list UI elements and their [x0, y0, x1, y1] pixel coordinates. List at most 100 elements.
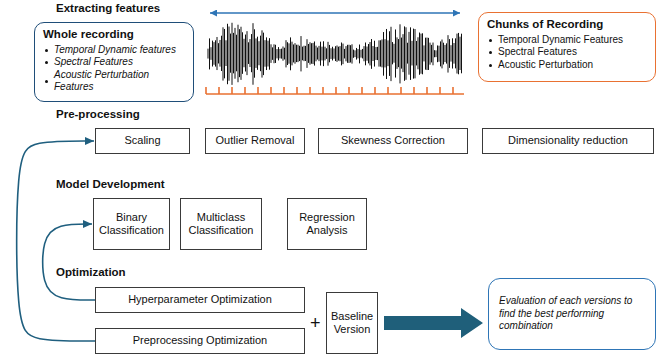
node-content: Preprocessing Optimization	[100, 334, 300, 347]
waveform-stroke	[283, 47, 284, 61]
waveform-stroke	[227, 24, 228, 84]
waveform-stroke	[428, 38, 429, 70]
waveform-stroke	[329, 45, 330, 62]
waveform-stroke	[370, 42, 371, 65]
waveform-stroke	[244, 39, 245, 67]
bullet-dot	[45, 49, 48, 52]
waveform-stroke	[253, 23, 254, 85]
waveform-stroke	[418, 37, 419, 69]
waveform-stroke	[344, 49, 345, 59]
waveform-stroke	[452, 38, 453, 68]
waveform-stroke	[233, 33, 234, 73]
waveform-stroke	[361, 50, 362, 58]
waveform-stroke	[440, 41, 441, 66]
waveform-stroke	[451, 45, 452, 61]
node-content: Outlier Removal	[210, 134, 300, 147]
waveform-stroke	[458, 33, 459, 74]
waveform-stroke	[220, 40, 221, 67]
waveform-stroke	[407, 43, 408, 64]
waveform-stroke	[319, 46, 320, 61]
box-label: Binary Classification	[99, 211, 164, 236]
waveform-stroke	[340, 46, 341, 61]
waveform-stroke	[365, 43, 366, 66]
bullet-dot	[489, 51, 492, 54]
waveform-stroke	[230, 34, 231, 73]
process-box: Dimensionality reduction	[482, 128, 654, 154]
waveform-stroke	[343, 44, 344, 65]
bullet-row: Acoustic Perturbation Features	[43, 69, 185, 94]
waveform-stroke	[449, 39, 450, 68]
waveform-stroke	[248, 42, 249, 64]
waveform-stroke	[424, 45, 425, 61]
waveform-stroke	[395, 29, 396, 77]
waveform-stroke	[461, 34, 462, 74]
bullet-row: Acoustic Perturbation	[487, 59, 647, 72]
waveform-stroke	[256, 38, 257, 67]
waveform-stroke	[437, 45, 438, 62]
waveform-stroke	[226, 40, 227, 66]
waveform-stroke	[265, 40, 266, 67]
waveform-stroke	[229, 27, 230, 81]
chunk-ticks	[206, 87, 464, 94]
optimization-box: Hyperparameter Optimization	[95, 287, 305, 313]
waveform-stroke	[367, 47, 368, 61]
bullet-dot	[45, 61, 48, 64]
waveform-stroke	[286, 40, 287, 67]
waveform	[208, 23, 462, 85]
waveform-stroke	[403, 34, 404, 72]
node-content: Binary Classification	[98, 211, 165, 237]
node-content: Hyperparameter Optimization	[100, 293, 300, 306]
waveform-stroke	[304, 46, 305, 61]
waveform-stroke	[281, 49, 282, 59]
waveform-stroke	[326, 48, 327, 59]
waveform-stroke	[250, 39, 251, 67]
section-heading: Model Development	[56, 178, 165, 190]
text-row: Multiclass Classification	[185, 211, 257, 237]
waveform-stroke	[251, 34, 252, 72]
plus-sign: +	[310, 313, 321, 334]
waveform-stroke	[433, 43, 434, 66]
node-content: Dimensionality reduction	[487, 134, 649, 147]
waveform-stroke	[356, 48, 357, 60]
waveform-stroke	[262, 30, 263, 77]
waveform-stroke	[211, 47, 212, 60]
waveform-stroke	[442, 40, 443, 69]
model-box: Regression Analysis	[287, 198, 367, 250]
waveform-stroke	[353, 50, 354, 58]
waveform-stroke	[392, 42, 393, 64]
waveform-stroke	[296, 45, 297, 62]
waveform-stroke	[272, 47, 273, 59]
waveform-stroke	[334, 48, 335, 58]
waveform-stroke	[401, 38, 402, 69]
section-heading: Extracting features	[56, 2, 160, 14]
box-label: Skewness Correction	[341, 134, 445, 146]
waveform-stroke	[383, 32, 384, 76]
waveform-stroke	[346, 46, 347, 61]
bullet-row: Temporal Dynamic features	[43, 44, 185, 57]
waveform-stroke	[434, 50, 435, 57]
waveform-stroke	[313, 43, 314, 64]
text-row: Baseline Version	[331, 310, 373, 336]
text-row: Hyperparameter Optimization	[100, 293, 300, 306]
block-arrow	[384, 308, 483, 338]
box-label: Dimensionality reduction	[508, 134, 628, 146]
box-label: Hyperparameter Optimization	[128, 293, 272, 305]
waveform-stroke	[454, 43, 455, 64]
box-label: Regression Analysis	[299, 211, 355, 236]
waveform-stroke	[314, 41, 315, 65]
waveform-stroke	[238, 25, 239, 83]
waveform-stroke	[397, 37, 398, 68]
waveform-stroke	[223, 27, 224, 80]
waveform-stroke	[259, 41, 260, 65]
text-row: Outlier Removal	[210, 134, 300, 147]
text-row: Regression Analysis	[292, 211, 362, 237]
waveform-stroke	[425, 38, 426, 70]
waveform-stroke	[415, 29, 416, 78]
waveform-stroke	[457, 34, 458, 74]
text-row: Skewness Correction	[323, 134, 463, 147]
waveform-stroke	[337, 45, 338, 61]
feature-item: Acoustic Perturbation Features	[54, 69, 185, 94]
waveform-stroke	[380, 40, 381, 66]
waveform-stroke	[214, 42, 215, 65]
waveform-stroke	[254, 29, 255, 77]
